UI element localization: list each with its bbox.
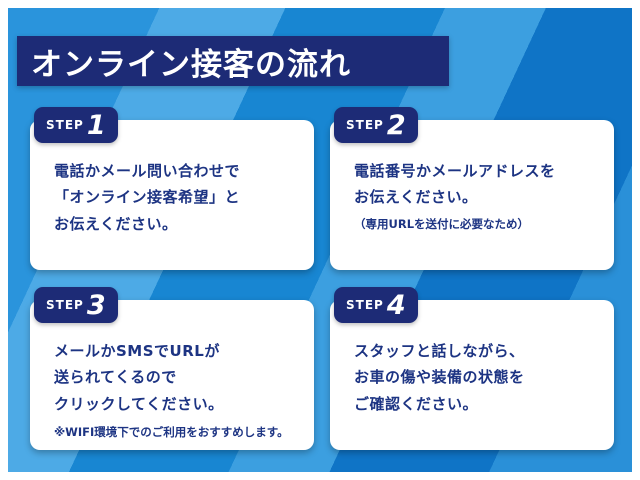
- step-badge-number: 2: [386, 109, 406, 141]
- step-1-line-1: 電話かメール問い合わせで: [54, 162, 241, 180]
- step-badge-number: 1: [86, 109, 106, 141]
- step-1-badge: STEP 1: [34, 107, 118, 143]
- page-title: オンライン接客の流れ: [31, 46, 351, 83]
- step-1-line-2: 「オンライン接客希望」と: [54, 188, 241, 207]
- step-2-body: 電話番号かメールアドレスを お伝えください。 （専用URLを送付に必要なため）: [354, 158, 602, 233]
- step-1-body: 電話かメール問い合わせで 「オンライン接客希望」と お伝えください。: [54, 158, 302, 237]
- step-card-2: STEP 2 電話番号かメールアドレスを お伝えください。 （専用URLを送付に…: [330, 107, 614, 270]
- step-badge-number: 3: [86, 289, 106, 321]
- step-2-line-2: お伝えください。: [354, 188, 478, 207]
- step-3-badge: STEP 3: [34, 287, 118, 323]
- step-2-line-1: 電話番号かメールアドレスを: [354, 162, 556, 180]
- step-3-line-3: クリックしてください。: [54, 394, 224, 413]
- step-4-line-3: ご確認ください。: [354, 394, 479, 413]
- step-2-note: （専用URLを送付に必要なため）: [354, 216, 530, 231]
- step-badge-label: STEP: [46, 118, 84, 132]
- step-3-line-1: メールかSMSでURLが: [54, 342, 220, 360]
- step-card-4: STEP 4 スタッフと話しながら、 お車の傷や装備の状態を ご確認ください。: [330, 287, 614, 450]
- step-2-badge: STEP 2: [334, 107, 418, 143]
- step-3-line-2: 送られてくるので: [54, 368, 177, 387]
- step-4-body: スタッフと話しながら、 お車の傷や装備の状態を ご確認ください。: [354, 338, 602, 417]
- step-badge-label: STEP: [346, 298, 384, 312]
- step-4-line-1: スタッフと話しながら、: [354, 342, 525, 360]
- title-banner: オンライン接客の流れ: [17, 36, 449, 86]
- step-badge-label: STEP: [46, 298, 84, 312]
- step-4-line-2: お車の傷や装備の状態を: [354, 368, 525, 387]
- step-badge-label: STEP: [346, 118, 384, 132]
- step-4-badge: STEP 4: [334, 287, 418, 323]
- step-card-1: STEP 1 電話かメール問い合わせで 「オンライン接客希望」と お伝えください…: [30, 107, 314, 270]
- step-3-note: ※WIFI環境下でのご利用をおすすめします。: [54, 424, 289, 439]
- step-badge-number: 4: [386, 289, 406, 321]
- step-card-3: STEP 3 メールかSMSでURLが 送られてくるので クリックしてください。…: [30, 287, 314, 450]
- step-1-line-3: お伝えください。: [54, 214, 178, 233]
- step-3-body: メールかSMSでURLが 送られてくるので クリックしてください。 ※WIFI環…: [54, 338, 302, 441]
